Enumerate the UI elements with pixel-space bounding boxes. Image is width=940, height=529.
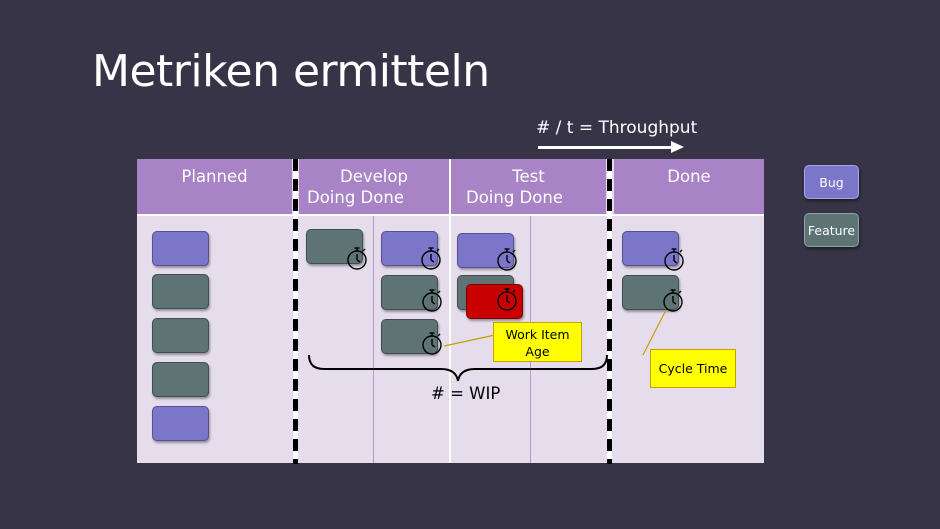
card-feature[interactable]	[381, 275, 438, 310]
legend-bug: Bug	[804, 165, 859, 199]
stopwatch-icon	[497, 248, 517, 271]
stopwatch-icon	[664, 248, 684, 271]
column-header-done: Done	[614, 159, 764, 214]
wip-boundary-left	[293, 159, 298, 464]
column-header-test: Test Doing Done	[451, 159, 606, 214]
card-bug[interactable]	[457, 233, 514, 268]
stopwatch-icon	[422, 289, 442, 312]
curly-brace-icon	[308, 354, 608, 382]
callout-pointer-age	[443, 334, 496, 347]
card-bug[interactable]	[622, 231, 679, 266]
column-subtitle-develop: Doing Done	[307, 188, 404, 207]
column-header-develop: Develop Doing Done	[299, 159, 449, 214]
subcolumn-separator-develop	[373, 216, 374, 463]
card-feature[interactable]	[306, 229, 363, 264]
throughput-label: # / t = Throughput	[536, 118, 698, 138]
right-arrow-icon	[538, 146, 672, 149]
wip-boundary-right	[607, 159, 612, 464]
column-header-planned: Planned	[137, 159, 292, 214]
card-bug[interactable]	[152, 231, 209, 266]
column-title-develop: Develop	[340, 167, 408, 186]
cycle-time-callout: Cycle Time	[650, 349, 736, 388]
column-title-done: Done	[667, 167, 711, 186]
arrow-head	[671, 141, 684, 153]
stopwatch-icon	[663, 289, 683, 312]
column-separator	[449, 159, 451, 463]
card-bug[interactable]	[152, 406, 209, 441]
column-subtitle-test: Doing Done	[466, 188, 563, 207]
work-item-age-callout: Work Item Age	[493, 322, 582, 362]
stopwatch-icon	[421, 247, 441, 270]
callout-pointer-cycle	[642, 309, 667, 356]
stopwatch-icon	[497, 288, 517, 311]
card-blocked[interactable]	[466, 284, 523, 319]
wip-label: # = WIP	[431, 384, 501, 403]
card-feature[interactable]	[622, 275, 679, 310]
column-title-test: Test	[512, 167, 545, 186]
column-title-planned: Planned	[181, 167, 248, 186]
stopwatch-icon	[422, 332, 442, 355]
card-feature[interactable]	[381, 319, 438, 354]
legend-feature: Feature	[804, 213, 859, 247]
slide-title: Metriken ermitteln	[92, 46, 490, 97]
card-feature[interactable]	[152, 362, 209, 397]
card-feature[interactable]	[152, 274, 209, 309]
stopwatch-icon	[347, 247, 367, 270]
card-bug[interactable]	[381, 231, 438, 266]
card-feature[interactable]	[152, 318, 209, 353]
header-separator	[137, 214, 764, 216]
